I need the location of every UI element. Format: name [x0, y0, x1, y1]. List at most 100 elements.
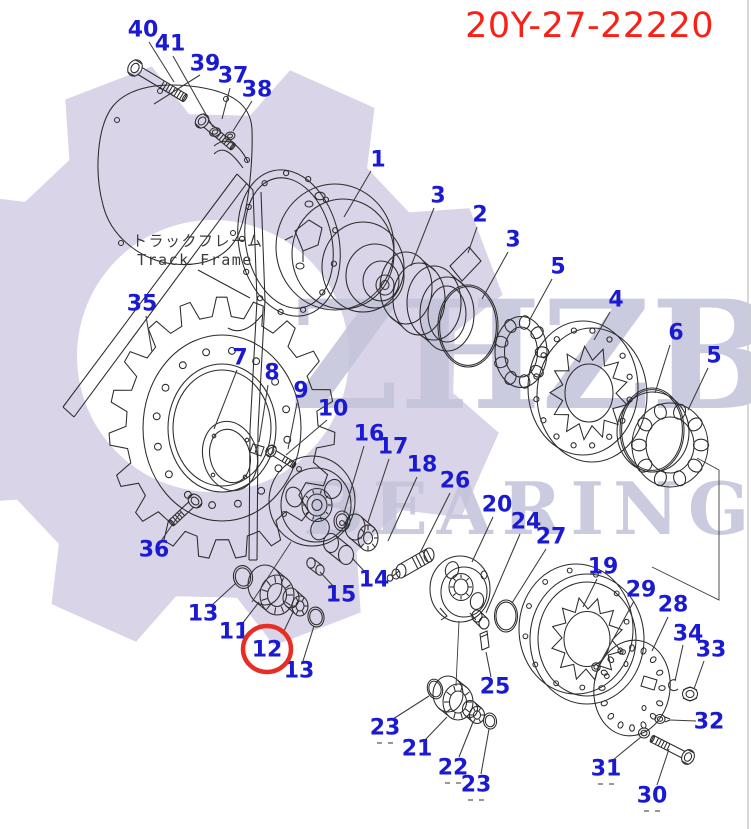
callout-29: 29	[598, 578, 657, 666]
track-frame-label-english: Track Frame	[137, 251, 253, 269]
part-16-ring	[333, 510, 351, 532]
callout-35: 35	[127, 292, 158, 353]
callout-19: 19	[582, 555, 619, 608]
track-frame	[62, 140, 341, 561]
callout-18: 18	[387, 453, 438, 542]
watermark-brand-bottom: BEARINGS	[303, 466, 751, 551]
part-20-planet-carrier-2nd	[429, 555, 491, 623]
callout-number: 32	[694, 710, 725, 735]
callout-10: 10	[285, 397, 348, 456]
callout-12: 12	[252, 611, 294, 663]
callout-39: 39	[153, 52, 220, 105]
callout-labels: 4041393738132354653578910161718262024271…	[127, 18, 727, 812]
callout-17: 17	[367, 435, 409, 523]
part-27-oring	[493, 599, 519, 633]
assembly-lines	[251, 457, 720, 687]
part-28-cover	[593, 639, 671, 737]
part-19-hub	[518, 563, 645, 705]
callout-6: 6	[654, 321, 684, 394]
callout-13: 13	[188, 582, 237, 627]
callout-21: 21	[402, 716, 448, 762]
callout-number: 4	[608, 288, 623, 313]
callout-23: 23	[370, 695, 430, 744]
part-23-washer-b	[482, 712, 498, 730]
part-31-washer	[637, 727, 651, 739]
callout-number: 37	[218, 64, 249, 89]
callout-number: 31	[591, 757, 622, 782]
part-39-cover-plate	[97, 84, 253, 266]
part-30-bolt	[649, 734, 695, 765]
callout-number: 16	[354, 422, 385, 447]
callout-33: 33	[693, 638, 727, 690]
part-14-pin	[322, 532, 355, 566]
callout-24: 24	[485, 510, 542, 614]
callout-36: 36	[139, 511, 182, 563]
part-7-ring	[201, 420, 259, 492]
callout-number: 13	[188, 602, 219, 627]
callout-number: 36	[139, 538, 170, 563]
part-24-pin	[471, 609, 490, 630]
part-12-bushing	[282, 587, 309, 617]
callout-number: 7	[232, 346, 247, 371]
callout-number: 38	[242, 78, 273, 103]
callout-number: 6	[668, 321, 683, 346]
callout-number: 26	[440, 469, 471, 494]
callout-number: 15	[326, 583, 357, 608]
callout-20: 20	[471, 493, 513, 563]
callout-number: 12	[252, 638, 283, 663]
callout-number: 33	[696, 638, 727, 663]
callout-number: 27	[536, 525, 567, 550]
callout-34: 34	[673, 622, 703, 682]
part-1-travel-motor	[275, 183, 405, 313]
callout-number: 35	[127, 292, 158, 317]
watermark-gear-icon	[0, 66, 503, 646]
callout-number: 14	[359, 568, 390, 593]
part-22-gear	[461, 699, 486, 725]
part-23-ring-a	[426, 678, 444, 700]
part-25-pin	[479, 630, 490, 651]
callout-number: 19	[588, 555, 619, 580]
callout-22: 22	[438, 721, 474, 784]
callout-number: 17	[378, 435, 409, 460]
part-3-ring-b	[437, 284, 499, 368]
callout-40: 40	[128, 18, 175, 83]
callout-number: 20	[482, 493, 513, 518]
callout-26: 26	[419, 469, 471, 554]
part-33-plug	[681, 686, 699, 702]
part-5-bearing-b	[616, 391, 710, 488]
callout-number: 25	[480, 675, 511, 700]
part-35-sprocket	[108, 296, 336, 559]
callout-number: 9	[293, 379, 308, 404]
callout-41: 41	[155, 32, 214, 128]
callout-number: 21	[402, 737, 433, 762]
callout-3: 3	[481, 228, 521, 300]
callout-number: 24	[511, 510, 542, 535]
part-29-plug	[591, 662, 601, 672]
callout-3: 3	[410, 184, 446, 267]
callout-number: 29	[626, 578, 657, 603]
part-8-clip	[249, 443, 265, 457]
callout-5: 5	[687, 344, 722, 411]
part-15-pin	[306, 557, 325, 576]
callout-28: 28	[651, 593, 688, 652]
part-4-ring-gear	[527, 320, 648, 463]
callout-number: 40	[128, 18, 159, 43]
callout-number: 18	[407, 453, 438, 478]
part-38-washer	[224, 131, 236, 141]
callout-8: 8	[258, 361, 280, 443]
callout-number: 23	[461, 773, 492, 798]
part-number-title: 20Y-27-22220	[465, 6, 714, 46]
callout-number: 3	[505, 228, 520, 253]
callout-number: 1	[370, 148, 385, 173]
callout-25: 25	[480, 651, 511, 700]
track-frame-label-japanese: トラックフレーム	[132, 232, 264, 250]
callout-number: 2	[472, 203, 487, 228]
callout-number: 8	[264, 361, 279, 386]
part-40-bolt	[127, 59, 188, 103]
callout-number: 22	[438, 756, 469, 781]
highlight-circle	[240, 623, 294, 675]
part-13-washer-b	[307, 606, 325, 628]
callout-37: 37	[218, 64, 249, 120]
